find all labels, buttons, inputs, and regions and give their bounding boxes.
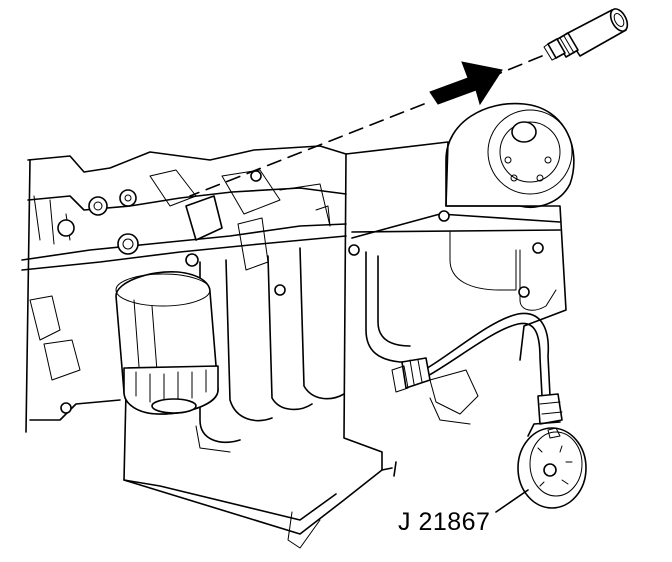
pressure-gauge-tool [391, 312, 587, 509]
oil-pressure-sensor [543, 8, 629, 61]
direction-arrow [429, 61, 503, 106]
gauge-hose-inner [423, 322, 543, 397]
tool-callout-label: J 21867 [398, 508, 491, 536]
removal-path [189, 55, 543, 197]
oil-pan [343, 141, 567, 477]
callout-leader [495, 489, 529, 513]
lower-pan [123, 247, 383, 549]
engine-block [21, 145, 347, 433]
crankshaft-pulley [445, 102, 575, 208]
gauge-hose-outer [423, 312, 551, 397]
oil-filter [115, 271, 219, 415]
